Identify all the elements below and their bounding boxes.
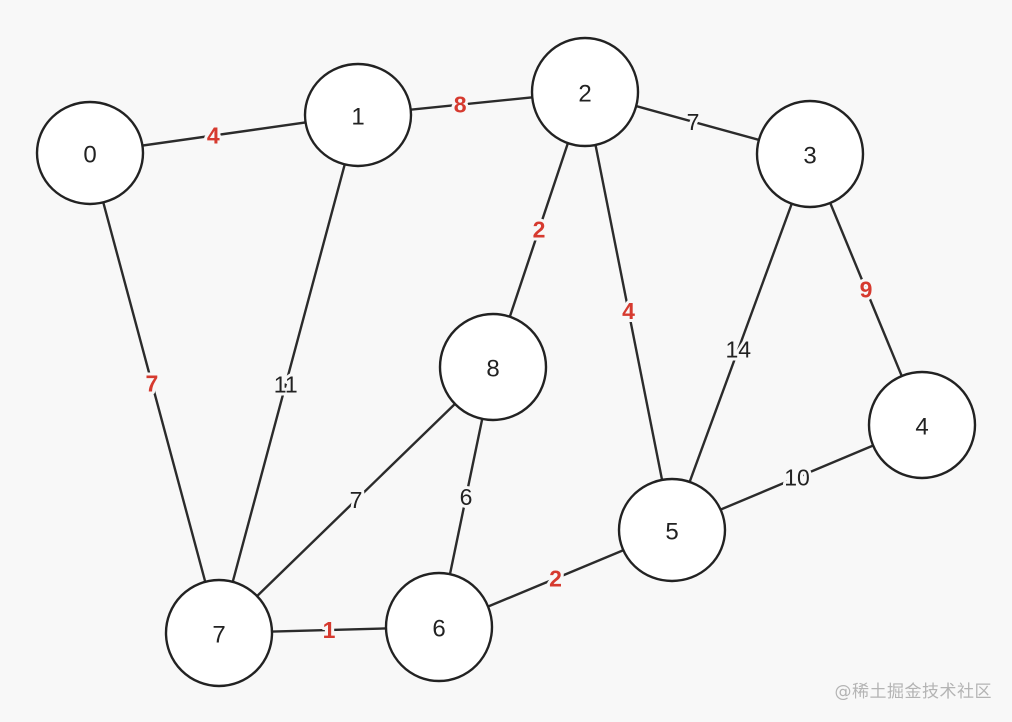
node-label-6: 6 [432, 616, 445, 643]
node-label-0: 0 [83, 142, 96, 169]
edge-weight-0-1: 4 [207, 123, 220, 149]
node-circle-3 [755, 99, 865, 209]
nodes-layer: 0 1 2 3 4 5 6 7 8 [35, 36, 977, 688]
edge-8-7 [218, 366, 494, 634]
node-3: 3 [755, 99, 865, 209]
node-circle-7 [164, 578, 274, 688]
edge-weight-6-5: 2 [549, 566, 562, 592]
edge-weight-2-3: 7 [687, 109, 700, 135]
node-circle-8 [438, 312, 548, 422]
edge-weight-8-6: 6 [460, 484, 473, 510]
node-4: 4 [867, 370, 977, 480]
node-circle-4 [867, 370, 977, 480]
node-0: 0 [35, 100, 145, 206]
node-7: 7 [164, 578, 274, 688]
node-2: 2 [530, 36, 640, 148]
node-1: 1 [303, 62, 413, 168]
edge-3-5 [670, 153, 812, 531]
edge-2-5 [583, 91, 674, 531]
node-label-8: 8 [486, 356, 499, 383]
watermark-text: @稀土掘金技术社区 [834, 682, 992, 702]
edge-weight-2-8: 2 [533, 217, 546, 243]
node-label-3: 3 [803, 143, 816, 170]
node-circle-2 [530, 36, 640, 148]
edge-weight-2-5: 4 [622, 298, 635, 324]
edge-weight-7-6: 1 [323, 617, 336, 643]
node-circle-6 [384, 571, 494, 683]
node-circle-1 [303, 62, 413, 168]
node-label-2: 2 [578, 81, 591, 108]
node-6: 6 [384, 571, 494, 683]
edge-weight-8-7: 7 [350, 487, 363, 513]
node-8: 8 [438, 312, 548, 422]
edge-weight-1-2: 8 [454, 92, 467, 118]
edge-weight-3-5: 14 [725, 337, 751, 363]
node-circle-5 [617, 477, 727, 583]
node-label-4: 4 [915, 414, 928, 441]
weights-layer: 4 8 7 7 11 2 4 14 9 7 6 1 2 10 [143, 89, 876, 646]
edge-weight-1-7: 11 [274, 371, 298, 397]
node-5: 5 [617, 477, 727, 583]
edge-weight-5-4: 10 [784, 465, 810, 491]
edge-weight-3-4: 9 [860, 277, 873, 303]
node-label-7: 7 [212, 622, 225, 649]
edge-weight-0-7: 7 [146, 370, 159, 396]
node-label-1: 1 [351, 104, 364, 131]
node-circle-0 [35, 100, 145, 206]
edge-1-7 [217, 114, 360, 634]
edge-0-7 [88, 152, 221, 634]
node-label-5: 5 [665, 519, 678, 546]
